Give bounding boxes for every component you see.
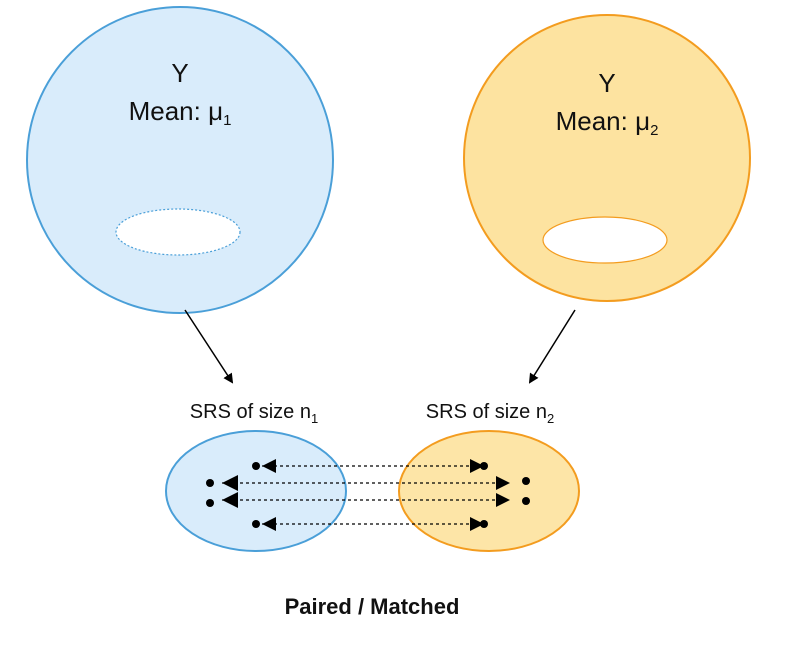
population-1-mean: Mean: μ1: [129, 96, 232, 129]
left-arrowheads: [222, 459, 276, 531]
sample-1-point: [206, 479, 214, 487]
sample-2-label: SRS of size n2: [426, 401, 554, 426]
population-2-sample-region: [542, 216, 668, 264]
left-arrowhead-4: [262, 517, 276, 531]
population-2-variable: Y: [598, 68, 615, 98]
population-1-sample-region: [115, 208, 241, 256]
sample-1-point: [252, 462, 260, 470]
sample-2-ellipse: [398, 430, 580, 552]
population-1: Y Mean: μ1: [26, 6, 334, 314]
left-arrowhead-1: [262, 459, 276, 473]
sample-1-ellipse: [165, 430, 347, 552]
diagram-caption: Paired / Matched: [285, 594, 460, 619]
left-arrowhead-2: [222, 475, 238, 491]
population-1-variable: Y: [171, 58, 188, 88]
left-arrowhead-3: [222, 492, 238, 508]
population-2-mean: Mean: μ2: [556, 106, 659, 139]
population-1-circle: [26, 6, 334, 314]
sample-2-points: [480, 462, 530, 528]
sample-2-point: [522, 477, 530, 485]
sample-1-point: [206, 499, 214, 507]
sample-2-point: [480, 462, 488, 470]
sample-1-points: [206, 462, 260, 528]
population-2-circle: [463, 14, 751, 302]
sample-2-point: [522, 497, 530, 505]
sampling-arrow-1: [184, 309, 234, 384]
population-2: Y Mean: μ2: [463, 14, 751, 302]
pairing-links: [222, 459, 510, 531]
sampling-arrow-2: [528, 309, 576, 384]
sample-1-point: [252, 520, 260, 528]
sample-1-label: SRS of size n1: [190, 401, 318, 426]
sample-2-point: [480, 520, 488, 528]
